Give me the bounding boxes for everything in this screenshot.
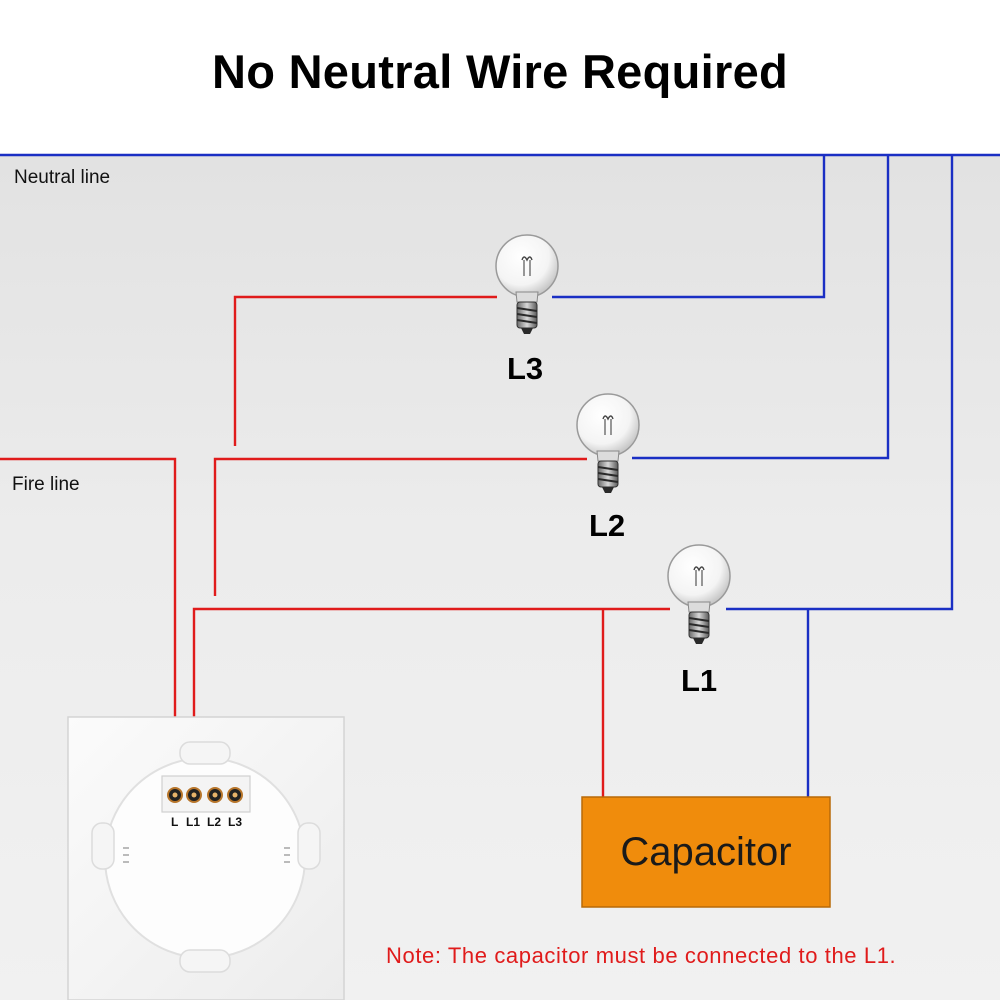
bulb-label-l1: L1 (681, 663, 718, 698)
page-title: No Neutral Wire Required (211, 45, 789, 98)
fire-line-label: Fire line (12, 474, 80, 495)
bulb-l2 (576, 393, 640, 494)
neutral-wire-l2 (632, 155, 890, 460)
terminal-label-l: L (171, 815, 179, 829)
capacitor-box (581, 796, 831, 908)
fire-line-wire (0, 457, 177, 790)
wall-switch (67, 716, 345, 1000)
wire-l2 (213, 457, 587, 596)
bulb-label-l2: L2 (589, 508, 626, 543)
bulb-l3 (495, 234, 559, 335)
terminal-label-l2: L2 (207, 815, 222, 829)
neutral-wire-l1 (726, 155, 954, 611)
neutral-wire-l3 (552, 155, 826, 299)
capacitor-label: Capacitor (620, 829, 792, 874)
bulb-label-l3: L3 (507, 351, 544, 386)
neutral-wires (0, 153, 1000, 797)
terminal-label-l1: L1 (186, 815, 201, 829)
capacitor-note: Note: The capacitor must be connected to… (386, 943, 897, 968)
bulb-l1 (667, 544, 731, 645)
terminal-label-l3: L3 (228, 815, 243, 829)
neutral-line-label: Neutral line (14, 167, 111, 188)
wire-l3 (233, 295, 497, 446)
